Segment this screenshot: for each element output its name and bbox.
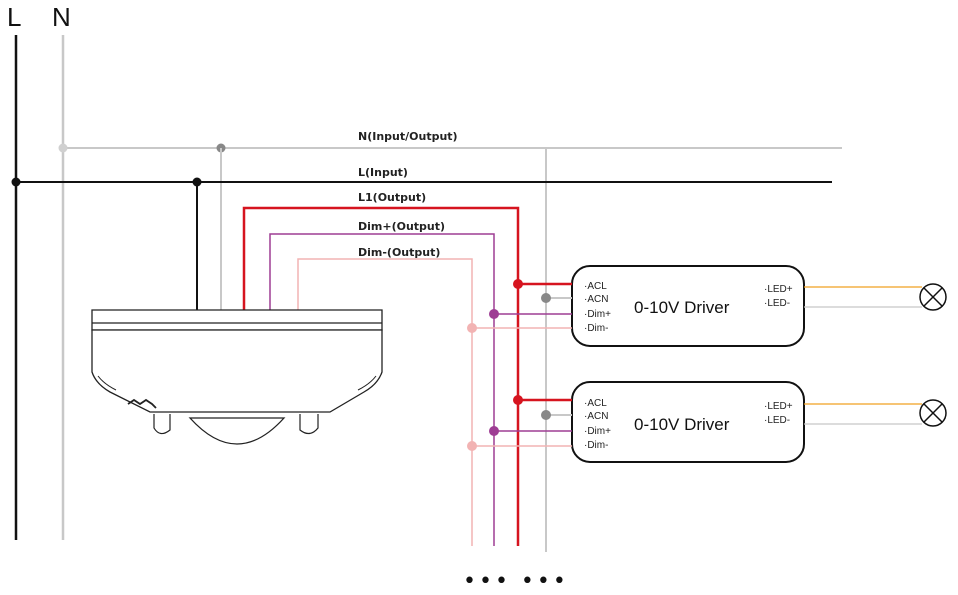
driver1-dim-plus-junction-dot xyxy=(489,309,499,319)
driver1-acl-junction-dot xyxy=(513,279,523,289)
terminal-dim-minus: ·Dim- xyxy=(584,323,608,334)
driver2-dim-plus-junction-dot xyxy=(489,426,499,436)
driver2-acl-junction-dot xyxy=(513,395,523,405)
sensor-logo xyxy=(127,398,157,409)
live-input-bus-label: L(Input) xyxy=(358,166,408,179)
driver-1: 0-10V Driver ·ACL ·ACN ·Dim+ ·Dim- ·LED+… xyxy=(571,265,805,347)
terminal-dim-plus: ·Dim+ xyxy=(584,426,611,437)
terminal-acl: ·ACL xyxy=(584,281,607,292)
driver2-acn-junction-dot xyxy=(541,410,551,420)
live-mains-label: L xyxy=(7,2,21,32)
driver1-acn-junction-dot xyxy=(541,293,551,303)
neutral-mains-label: N xyxy=(52,2,71,32)
terminal-dim-plus: ·Dim+ xyxy=(584,309,611,320)
sensor-clip-left xyxy=(153,414,171,435)
driver2-dim-minus-junction-dot xyxy=(467,441,477,451)
terminal-dim-minus: ·Dim- xyxy=(584,440,608,451)
occupancy-sensor-device xyxy=(91,309,383,445)
continuation-dots: ••• ••• xyxy=(463,569,569,594)
terminal-acl: ·ACL xyxy=(584,398,607,409)
terminal-acn: ·ACN xyxy=(584,411,608,422)
terminal-acn: ·ACN xyxy=(584,294,608,305)
live-junction-dot xyxy=(11,177,21,187)
dim-minus-label: Dim-(Output) xyxy=(358,246,440,259)
terminal-led-minus: ·LED- xyxy=(764,298,790,309)
terminal-led-plus: ·LED+ xyxy=(764,401,793,412)
neutral-junction-dot xyxy=(58,143,68,153)
driver-box xyxy=(571,381,805,463)
terminal-led-minus: ·LED- xyxy=(764,415,790,426)
driver-title: 0-10V Driver xyxy=(634,415,730,434)
lamp-2-icon xyxy=(919,399,947,427)
terminal-led-plus: ·LED+ xyxy=(764,284,793,295)
dim-plus-wire xyxy=(269,233,495,546)
dim-minus-wire xyxy=(297,258,473,546)
driver1-dim-minus-junction-dot xyxy=(467,323,477,333)
dim-plus-label: Dim+(Output) xyxy=(358,220,445,233)
l1-output-wire xyxy=(242,206,520,546)
driver-2: 0-10V Driver ·ACL ·ACN ·Dim+ ·Dim- ·LED+… xyxy=(571,381,805,463)
sensor-clip-right xyxy=(299,414,319,435)
lamp-1-icon xyxy=(919,283,947,311)
sensor-lens xyxy=(188,417,286,445)
l1-output-label: L1(Output) xyxy=(358,191,426,204)
neutral-bus-label: N(Input/Output) xyxy=(358,130,458,143)
driver-title: 0-10V Driver xyxy=(634,298,730,317)
driver-box xyxy=(571,265,805,347)
